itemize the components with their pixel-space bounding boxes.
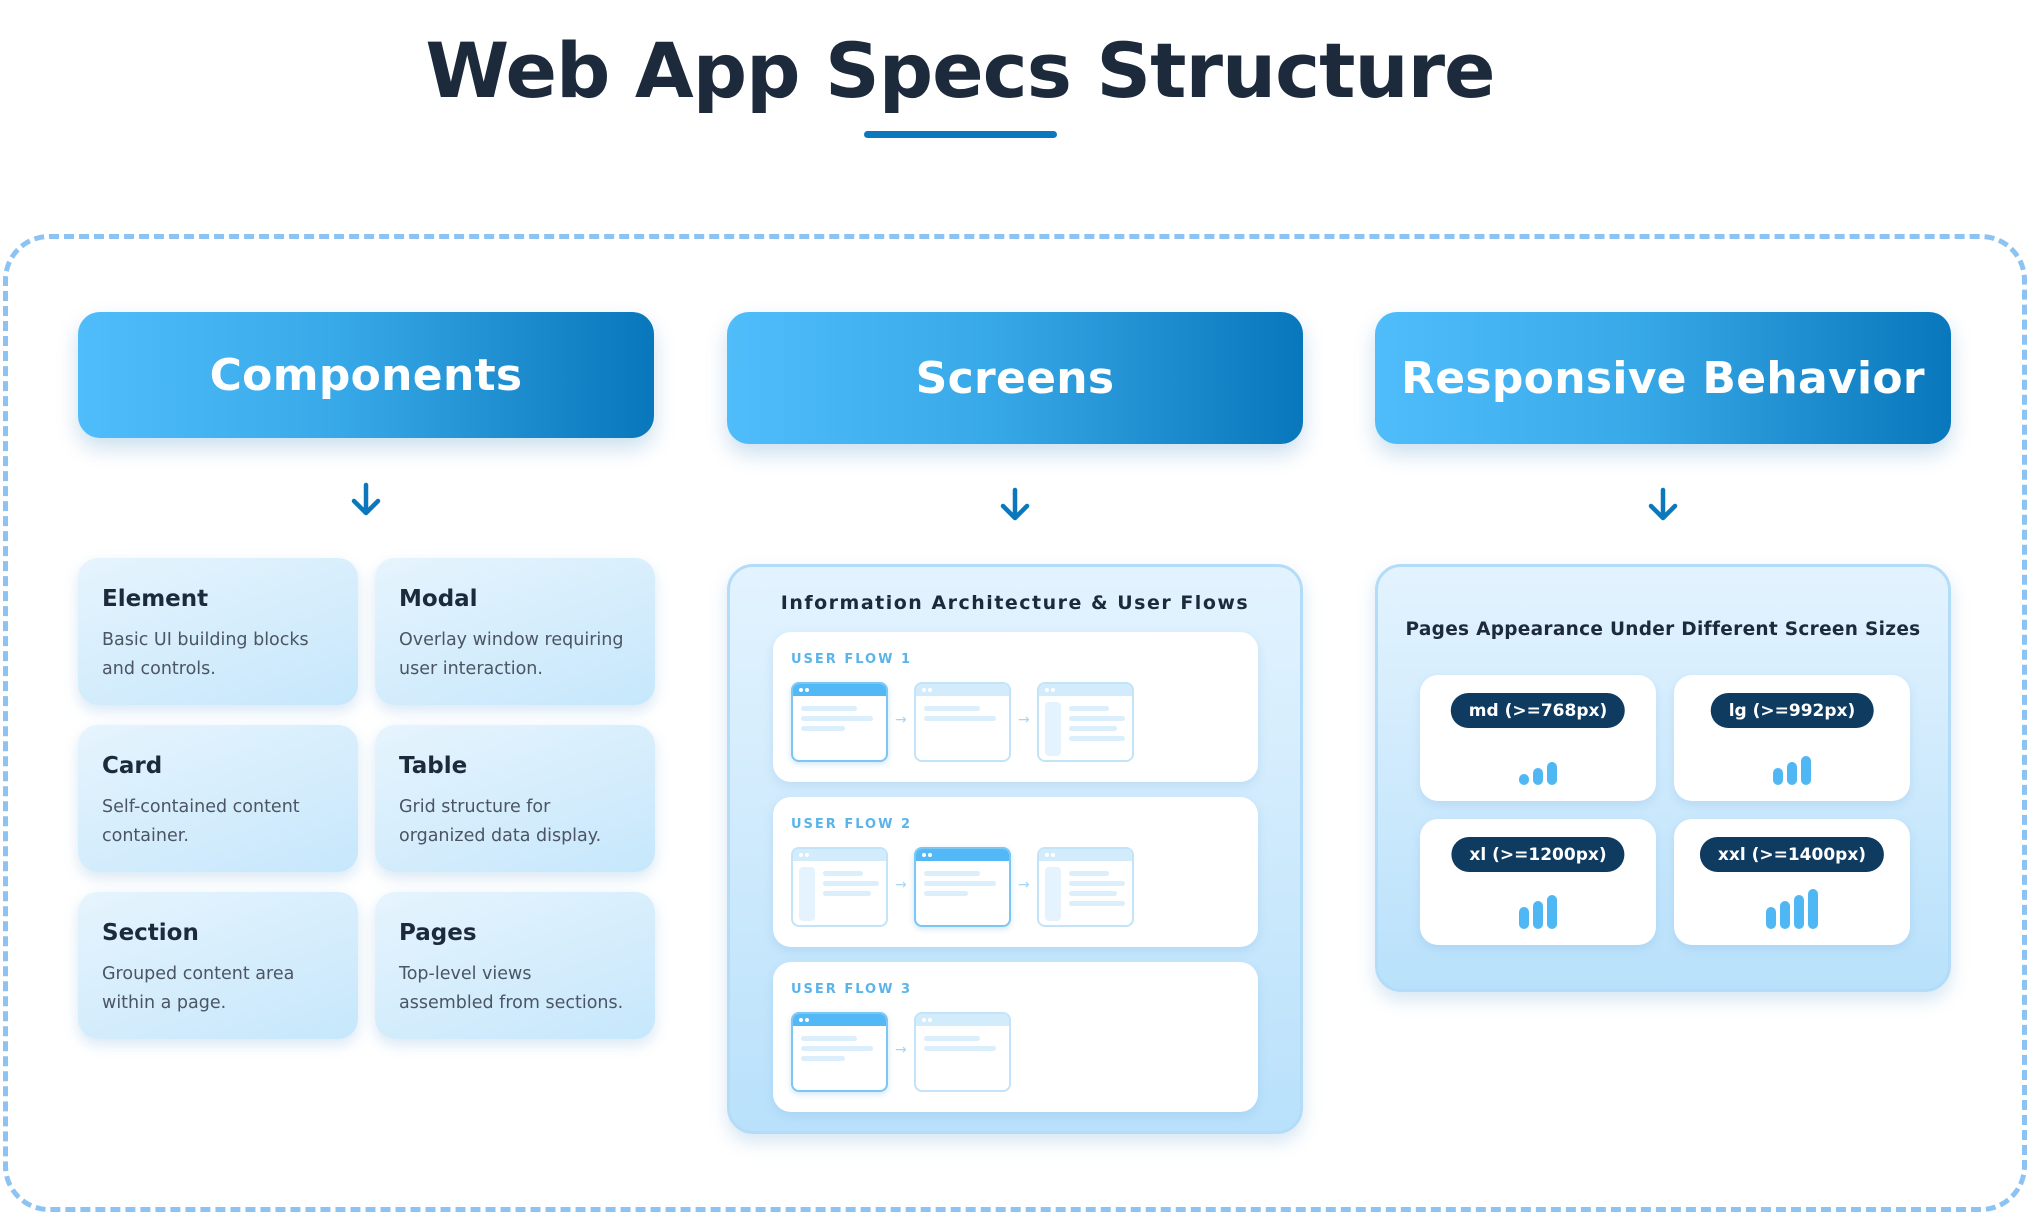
arrow-down-icon: [1000, 487, 1030, 521]
responsive-panel: Pages Appearance Under Different Screen …: [1375, 564, 1951, 992]
breakpoint-tile-xl: xl (>=1200px): [1420, 819, 1656, 945]
card-desc-line: and controls.: [102, 659, 216, 679]
card-title: Modal: [399, 586, 478, 612]
signal-bars-icon: [1766, 889, 1818, 929]
card-desc-line: user interaction.: [399, 659, 543, 679]
arrow-down-icon: [351, 482, 381, 516]
screen-thumbnail: [791, 1012, 888, 1092]
card-desc-line: container.: [102, 826, 189, 846]
card-desc-line: Top-level views: [399, 964, 532, 984]
components-header: Components: [78, 312, 654, 438]
card-desc-line: organized data display.: [399, 826, 602, 846]
breakpoint-tile-lg: lg (>=992px): [1674, 675, 1910, 801]
card-desc-line: assembled from sections.: [399, 993, 624, 1013]
card-title: Pages: [399, 920, 477, 946]
screen-thumbnail: [914, 682, 1011, 762]
breakpoint-pill: md (>=768px): [1450, 693, 1626, 728]
component-card-pages: Pages Top-level views assembled from sec…: [375, 892, 655, 1039]
component-card-section: Section Grouped content area within a pa…: [78, 892, 358, 1039]
screen-thumbnail: [914, 847, 1011, 927]
screen-thumbnail: [914, 1012, 1011, 1092]
flow-label: USER FLOW 3: [791, 982, 912, 997]
breakpoint-tile-md: md (>=768px): [1420, 675, 1656, 801]
card-title: Section: [102, 920, 199, 946]
arrow-right-icon: →: [895, 712, 907, 728]
screen-thumbnail: [1037, 682, 1134, 762]
flow-label: USER FLOW 1: [791, 652, 912, 667]
user-flow-2: USER FLOW 2 → →: [773, 797, 1258, 947]
signal-bars-icon: [1519, 895, 1557, 929]
screens-header: Screens: [727, 312, 1303, 444]
user-flow-1: USER FLOW 1 → →: [773, 632, 1258, 782]
breakpoint-pill: xl (>=1200px): [1451, 837, 1625, 872]
card-desc-line: Grouped content area: [102, 964, 295, 984]
card-title: Card: [102, 753, 163, 779]
screens-panel: Information Architecture & User Flows US…: [727, 564, 1303, 1134]
arrow-right-icon: →: [895, 877, 907, 893]
card-desc-line: Basic UI building blocks: [102, 630, 309, 650]
arrow-right-icon: →: [1018, 712, 1030, 728]
screen-thumbnail: [791, 682, 888, 762]
responsive-header-label: Responsive Behavior: [1401, 352, 1925, 404]
breakpoint-tile-xxl: xxl (>=1400px): [1674, 819, 1910, 945]
card-desc-line: Self-contained content: [102, 797, 300, 817]
screen-thumbnail: [791, 847, 888, 927]
arrow-right-icon: →: [1018, 877, 1030, 893]
component-card-element: Element Basic UI building blocks and con…: [78, 558, 358, 705]
user-flow-3: USER FLOW 3 →: [773, 962, 1258, 1112]
card-title: Table: [399, 753, 468, 779]
component-card-card: Card Self-contained content container.: [78, 725, 358, 872]
screens-header-label: Screens: [915, 352, 1115, 404]
screen-thumbnail: [1037, 847, 1134, 927]
signal-bars-icon: [1773, 756, 1811, 785]
card-desc-line: within a page.: [102, 993, 227, 1013]
card-desc-line: Overlay window requiring: [399, 630, 624, 650]
arrow-right-icon: →: [895, 1042, 907, 1058]
card-desc-line: Grid structure for: [399, 797, 551, 817]
responsive-panel-title: Pages Appearance Under Different Screen …: [1405, 619, 1921, 640]
component-card-modal: Modal Overlay window requiring user inte…: [375, 558, 655, 705]
screens-panel-title: Information Architecture & User Flows: [780, 592, 1250, 614]
breakpoint-pill: xxl (>=1400px): [1699, 837, 1885, 872]
diagram-frame: [3, 234, 2027, 1212]
component-card-table: Table Grid structure for organized data …: [375, 725, 655, 872]
breakpoint-pill: lg (>=992px): [1710, 693, 1874, 728]
responsive-header: Responsive Behavior: [1375, 312, 1951, 444]
flow-label: USER FLOW 2: [791, 817, 912, 832]
title-underline: [864, 131, 1057, 138]
card-title: Element: [102, 586, 209, 612]
arrow-down-icon: [1648, 487, 1678, 521]
components-header-label: Components: [209, 349, 523, 401]
signal-bars-icon: [1519, 762, 1557, 785]
page-title: Web App Specs Structure: [425, 26, 1495, 115]
